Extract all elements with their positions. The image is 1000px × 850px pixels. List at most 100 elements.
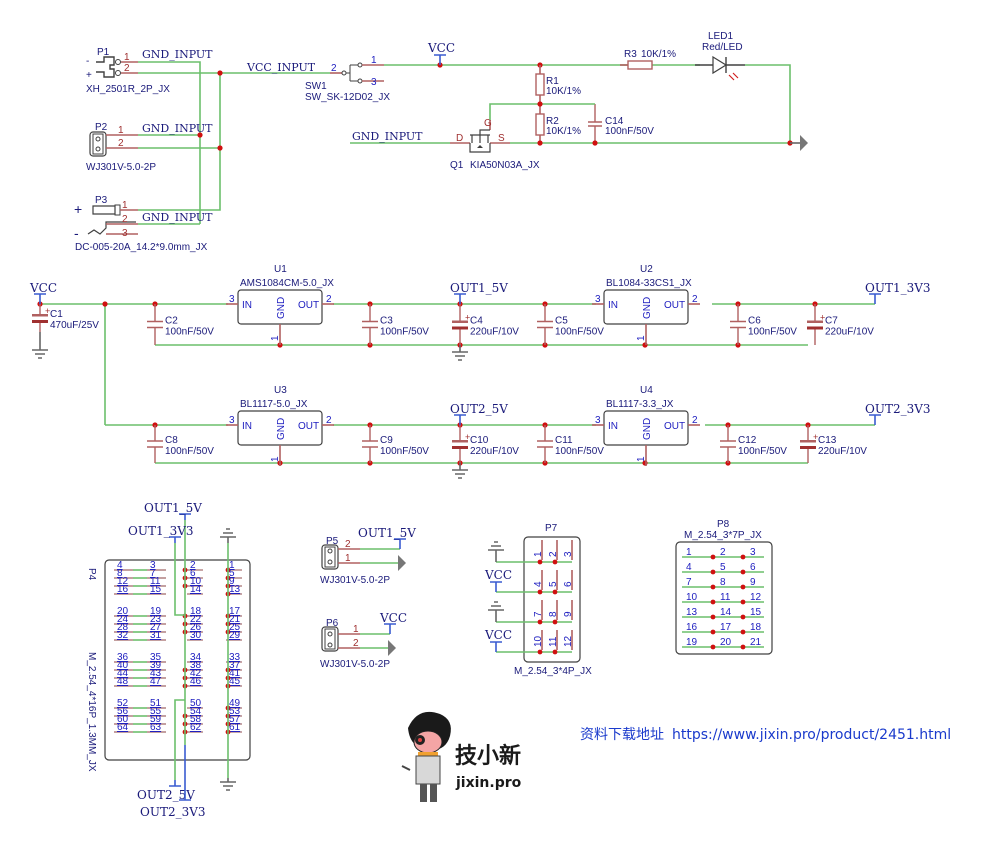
- p4-pin-number: 50: [190, 698, 202, 709]
- regulator-ref: U2: [640, 264, 653, 275]
- connector-p5[interactable]: 2 1 P5 WJ301V-5.0-2P OUT1_5V: [320, 526, 416, 586]
- connector-p3[interactable]: + - 1 2 3 P3 DC-005-20A_14.2*9.0mm_JX: [74, 195, 208, 253]
- p4-pin-number: 42: [190, 668, 202, 679]
- p7-vcc-icon: [490, 641, 502, 652]
- vcc-rail-top: VCC: [384, 41, 791, 143]
- svg-text:OUT2_3V3: OUT2_3V3: [865, 402, 931, 416]
- svg-text:OUT2_5V: OUT2_5V: [450, 402, 508, 416]
- p4-pin-number: 7: [150, 568, 156, 579]
- p4-pin-number: 15: [150, 584, 162, 595]
- q1-value: KIA50N03A_JX: [470, 160, 540, 171]
- p4-pin-number: 60: [117, 714, 129, 725]
- q1-ref: Q1: [450, 160, 464, 171]
- pin-in-number: 3: [595, 294, 601, 305]
- q1-pin-s: S: [498, 133, 505, 144]
- p3-pin-3: 3: [122, 228, 128, 239]
- p8-pin-number: 15: [750, 607, 762, 618]
- connector-p1[interactable]: - + 1 2 P1 XH_2501R_2P_JX: [86, 47, 170, 95]
- p8-pin-number: 13: [686, 607, 698, 618]
- p4-pin-number: 22: [190, 614, 202, 625]
- switch-sw1[interactable]: 2 1 3 SW1 SW_SK-12D02_JX: [305, 55, 390, 103]
- svg-text:VCC: VCC: [29, 281, 57, 295]
- p4-pin-number: 53: [229, 706, 241, 717]
- p8-pin-number: 16: [686, 622, 698, 633]
- connector-p2[interactable]: 1 2 P2 WJ301V-5.0-2P: [86, 122, 156, 173]
- p7-pin-number: 10: [533, 635, 544, 647]
- p4-pin-number: 39: [150, 660, 162, 671]
- svg-text:+: +: [465, 313, 470, 323]
- p4-pin-number: 45: [229, 676, 241, 687]
- capacitor-value: 100nF/50V: [555, 446, 604, 457]
- capacitor-value: 100nF/50V: [748, 327, 797, 338]
- led-led1[interactable]: LED1 Red/LED: [695, 31, 745, 81]
- resistor-r2[interactable]: R2 10K/1%: [535, 104, 581, 143]
- capacitor-c14[interactable]: C14 100nF/50V: [588, 104, 654, 143]
- r1-ref: R1: [546, 76, 559, 87]
- p5-value: WJ301V-5.0-2P: [320, 575, 390, 586]
- svg-text:OUT2_3V3: OUT2_3V3: [140, 805, 206, 819]
- r3-ref: R3: [624, 49, 637, 60]
- download-info[interactable]: 资料下载地址 https://www.jixin.pro/product/245…: [580, 727, 951, 743]
- p1-minus-sign: -: [86, 56, 89, 67]
- capacitor-ref: C9: [380, 435, 393, 446]
- out2-5v-power-symbol: OUT2_5V: [450, 402, 508, 425]
- p4-ground-top: [220, 528, 236, 543]
- resistor-r3[interactable]: R3 10K/1%: [620, 49, 676, 70]
- p4-pin-number: 54: [190, 706, 202, 717]
- p3-pin-1: 1: [122, 200, 128, 211]
- p7-pin-number: 1: [533, 551, 544, 557]
- capacitor-value: 100nF/50V: [165, 327, 214, 338]
- sw1-pin-1: 1: [371, 55, 377, 66]
- p8-pin-number: 2: [720, 547, 726, 558]
- capacitor-ref: C5: [555, 316, 568, 327]
- resistor-r1[interactable]: R1 10K/1%: [535, 65, 581, 104]
- p5-ground-icon: [398, 555, 406, 571]
- mosfet-q1[interactable]: D G S Q1 KIA50N03A_JX: [450, 118, 540, 171]
- p7-ref: P7: [545, 523, 558, 534]
- q1-pin-g: G: [484, 118, 492, 129]
- p4-pin-number: 40: [117, 660, 129, 671]
- pin-in-number: 3: [595, 415, 601, 426]
- capacitor-ref: C13: [818, 435, 837, 446]
- out1-3v3-power-symbol: OUT1_3V3: [865, 281, 931, 304]
- regulator-value: BL1117-3.3_JX: [606, 399, 674, 410]
- p7-pin-number: 3: [563, 551, 574, 557]
- svg-text:OUT1_5V: OUT1_5V: [358, 526, 416, 540]
- regulator-ref: U3: [274, 385, 287, 396]
- p4-pin-number: 35: [150, 652, 162, 663]
- p4-pin-number: 14: [190, 584, 202, 595]
- pin-gnd-number: 1: [270, 456, 281, 462]
- net-label-gnd-input-q1: GND_INPUT: [352, 130, 423, 143]
- p4-pin-number: 63: [150, 722, 162, 733]
- p4-pin-number: 21: [229, 614, 241, 625]
- p8-pin-number: 4: [686, 562, 692, 573]
- p8-pin-number: 6: [750, 562, 756, 573]
- p7-vcc-icon: [490, 581, 502, 592]
- pin-out-number: 2: [326, 415, 332, 426]
- download-url[interactable]: https://www.jixin.pro/product/2451.html: [672, 727, 951, 743]
- connector-p6[interactable]: 1 2 P6 WJ301V-5.0-2P VCC: [320, 611, 407, 670]
- pin-in-number: 3: [229, 415, 235, 426]
- p8-pin-number: 5: [720, 562, 726, 573]
